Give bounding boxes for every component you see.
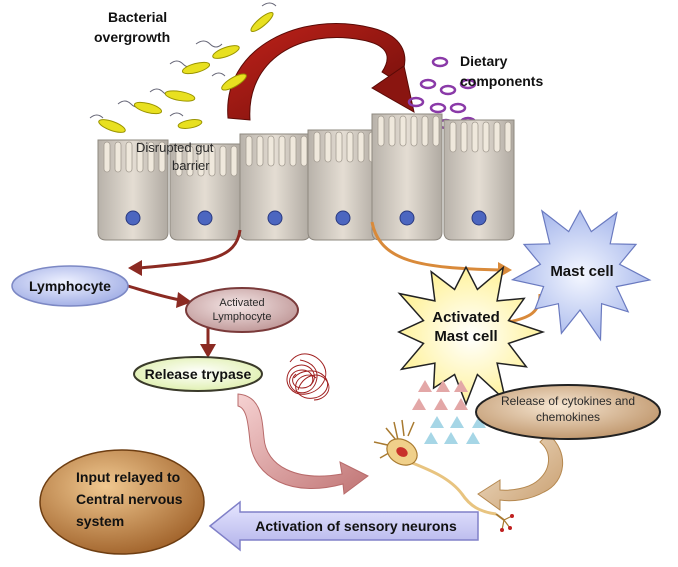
bacterium-icon (89, 114, 126, 133)
dietary-particle-icon (419, 78, 437, 90)
dietary-particle-icon (429, 102, 447, 114)
activation-sensory-arrow: Activation of sensory neurons (208, 500, 479, 552)
big-curved-arrow (227, 23, 415, 121)
activated-mast-cell-node: Activated Mast cell (397, 265, 546, 407)
lymphocyte-to-activated-arrow (127, 284, 181, 302)
bacterium-icon (169, 60, 211, 75)
release-trypase-label: Release trypase (145, 366, 252, 382)
activated-mast-cell-label-line2: Mast cell (434, 328, 497, 345)
cns-label-line2: Central nervous (76, 491, 183, 507)
release-cytokines-node: Release of cytokines and chemokines (475, 384, 661, 440)
bacterium-icon (117, 100, 163, 115)
cns-label-line3: system (76, 513, 124, 529)
dietary-particle-icon (431, 56, 449, 68)
bacterium-icon (250, 2, 277, 33)
mast-cell-node: Mast cell (510, 209, 652, 342)
cell-nucleus-icon (267, 210, 283, 226)
trypase-to-neuron-arrow (237, 393, 369, 495)
released-granules-group (412, 380, 486, 444)
chemokine-granule-icon (444, 432, 458, 444)
bacterial-label-line1: Bacterial (108, 9, 167, 25)
barrier-to-lymphocyte-arrow (139, 229, 242, 270)
dietary-particle-icon (449, 102, 467, 114)
cytokine-granule-icon (454, 380, 468, 392)
cell-nucleus-icon (197, 210, 213, 226)
chemokine-granule-icon (430, 416, 444, 428)
cell-nucleus-icon (471, 210, 487, 226)
trypase-molecule-icon (286, 353, 330, 401)
cytokine-granule-icon (436, 380, 450, 392)
barrier-label-line1: Disrupted gut (136, 140, 214, 155)
release-trypase-node: Release trypase (133, 356, 263, 392)
epithelial-cell (371, 113, 443, 241)
bacterium-icon (169, 112, 203, 129)
chemokine-granule-icon (466, 432, 480, 444)
dietary-particle-icon (407, 96, 425, 108)
bacterial-label-line2: overgrowth (94, 29, 170, 45)
chemokine-granule-icon (450, 416, 464, 428)
dietary-particle-icon (439, 84, 457, 96)
bacteria-group (89, 2, 277, 133)
cytokine-granule-icon (412, 398, 426, 410)
sensory-neuron-icon (373, 419, 514, 532)
activated-mast-cell-label-line1: Activated (432, 309, 500, 326)
cytokine-granule-icon (418, 380, 432, 392)
gut-epithelium (97, 113, 515, 241)
epithelial-cell (239, 133, 311, 241)
chemokine-granule-icon (472, 416, 486, 428)
bacterium-icon (195, 40, 240, 59)
release-cytokines-label-line2: chemokines (536, 410, 600, 424)
mast-cell-label: Mast cell (550, 263, 613, 280)
activation-sensory-label: Activation of sensory neurons (255, 518, 457, 534)
cell-nucleus-icon (335, 210, 351, 226)
epithelial-cell (97, 139, 169, 241)
cytokines-to-neuron-arrow (477, 433, 563, 511)
cytokine-granule-icon (434, 398, 448, 410)
lymphocyte-node: Lymphocyte (11, 265, 129, 307)
lymphocyte-label: Lymphocyte (29, 278, 111, 294)
barrier-to-mast-cell-arrow (370, 221, 501, 272)
cns-label-line1: Input relayed to (76, 469, 180, 485)
chemokine-granule-icon (424, 432, 438, 444)
bacterium-icon (149, 88, 196, 102)
epithelial-cell (169, 143, 241, 241)
epithelial-cell (443, 119, 515, 241)
cell-nucleus-icon (125, 210, 141, 226)
epithelial-cell (307, 129, 379, 241)
dietary-label-line1: Dietary (460, 53, 508, 69)
barrier-label-line2: barrier (172, 158, 210, 173)
activated-lymphocyte-label-line1: Activated (219, 297, 264, 309)
activated-lymphocyte-label-line2: Lymphocyte (213, 311, 272, 323)
bacterium-icon (211, 72, 247, 91)
dietary-label-line2: components (460, 73, 543, 89)
release-cytokines-label-line1: Release of cytokines and (501, 394, 635, 408)
dietary-particle-icon (459, 78, 477, 90)
activated-lymphocyte-node: Activated Lymphocyte (185, 287, 299, 333)
cns-node: Input relayed to Central nervous system (39, 449, 205, 555)
lymphocyte-pathway-arrows (127, 229, 242, 358)
cytokine-granule-icon (454, 398, 468, 410)
cell-nucleus-icon (399, 210, 415, 226)
